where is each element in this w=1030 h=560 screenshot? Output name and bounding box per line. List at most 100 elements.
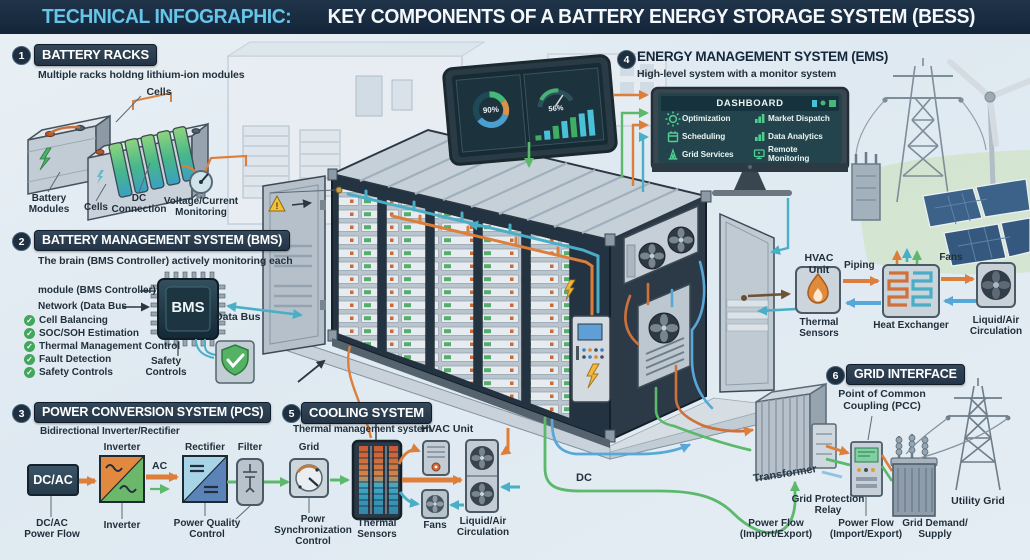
grid-protection-relay (850, 441, 883, 497)
dashboard-status-icons (812, 100, 836, 107)
thermal-sensors-row-label: Thermal Sensors (799, 317, 839, 340)
section-2-title: BATTERY MANAGEMENT SYSTEM (BMS) (34, 230, 291, 251)
cells-label: Cells (84, 202, 108, 213)
bar-chart-icon (755, 132, 765, 141)
section-5-subtitle: Thermal management system (293, 424, 432, 435)
dc-ac-caption: DC/AC Power Flow (24, 518, 80, 541)
check-icon: ✓ (24, 354, 35, 365)
ems-item-optimization: Optimization (682, 114, 731, 123)
liquid-air-row-label: Liquid/Air Circulation (969, 315, 1023, 338)
dashboard-title: DASHBOARD (716, 98, 784, 109)
safety-shield-icon (215, 340, 255, 384)
donut-chart: 90% (472, 91, 510, 128)
gauge-value: 56% (548, 103, 564, 113)
piping-label: Piping (844, 260, 875, 271)
container-connection-dot (335, 186, 343, 194)
fan-icon (638, 242, 666, 270)
ems-monitor (614, 86, 850, 196)
section-3-title: POWER CONVERSION SYSTEM (PCS) (34, 402, 272, 423)
section-5-title: COOLING SYSTEM (301, 402, 432, 424)
inverter-box (99, 455, 145, 503)
heat-exchanger-box (882, 264, 940, 318)
check-icon: ✓ (24, 341, 35, 352)
data-bus-label: Data Bus (215, 311, 261, 323)
warning-triangle-icon (268, 194, 286, 212)
fan-icon (470, 446, 494, 470)
grid-interface-illustration (755, 378, 1011, 517)
heat-exchanger-label: Heat Exchanger (873, 320, 949, 331)
power-cables (543, 416, 800, 535)
rectifier-box (182, 455, 228, 503)
transformer-background (851, 152, 881, 221)
thermal-sensors-caption: Thermal Sensors (357, 518, 397, 541)
voltage-monitoring-gauge-icon (181, 154, 248, 199)
section-5-badge: 5 (282, 404, 301, 423)
bms-check-item: ✓SOC/SOH Estimation (24, 328, 139, 339)
bms-chip (122, 271, 226, 359)
bms-check-item: ✓Cell Balancing (24, 315, 108, 326)
container-internal-piping (346, 189, 600, 320)
bms-check-item: ✓Safety Controls (24, 367, 113, 378)
rectifier-top-label: Rectifier (184, 442, 225, 453)
tablet-dashboard: 90% 56% (442, 54, 618, 166)
section-4-title: ENERGY MANAGEMENT SYSTEM (EMS) (637, 49, 889, 64)
grid-demand-label: Grid Demand/ Supply (902, 518, 968, 541)
power-flow-left-label: Power Flow (Import/Export) (739, 518, 813, 541)
ems-return-line (770, 198, 790, 255)
bms-network-callout: Network (Data Bus (38, 301, 127, 312)
gear-icon (665, 111, 681, 127)
inverter-top-label: Inverter (103, 442, 141, 453)
fan-icon (981, 270, 1011, 300)
control-panel (571, 315, 611, 403)
section-3-badge: 3 (12, 404, 31, 423)
cooling-detail-row (747, 248, 1016, 318)
bms-check-item: ✓Fault Detection (24, 354, 111, 365)
hvac-unit-box (422, 440, 450, 476)
transformer-2 (890, 434, 938, 517)
transformer-1 (755, 382, 837, 481)
ems-item-scheduling: Scheduling (682, 132, 726, 141)
safety-controls-label: Safety Controls (145, 356, 187, 379)
fan-icon (667, 226, 695, 254)
section-4-subtitle: High-level system with a monitor system (637, 68, 837, 80)
liquid-air-circulation-box (465, 439, 499, 513)
lightning-bolt-icon (97, 170, 104, 184)
battery-racks-array (337, 186, 571, 421)
hvac-unit-row-label: HVAC Unit (804, 252, 834, 276)
solar-panels (922, 178, 1030, 267)
grid-wires (905, 417, 1009, 459)
grid-protection-relay-label: Grid Protection Relay (791, 494, 865, 517)
bar-chart-icon (755, 114, 765, 123)
fan-icon (470, 482, 494, 506)
lightning-bolt-icon (586, 363, 600, 389)
pcs-flow (50, 455, 290, 520)
bms-chip-label: BMS (171, 299, 205, 316)
battery-modules-label: Battery Modules (28, 193, 70, 216)
transmission-tower-icon (668, 148, 678, 160)
dc-connection-label: DC Connection (111, 193, 167, 216)
section-6-badge: 6 (826, 366, 845, 385)
cells-top-label: Cells (146, 86, 172, 98)
fans-caption: Fans (423, 520, 447, 531)
title-prefix: TECHNICAL INFOGRAPHIC: (41, 5, 292, 28)
fan-icon (648, 312, 680, 344)
section-1-title: BATTERY RACKS (34, 44, 157, 66)
fan-icon (426, 495, 444, 513)
circulation-fan-box (976, 262, 1016, 308)
section-2-badge: 2 (12, 232, 31, 251)
section-4-badge: 4 (617, 50, 636, 69)
section-3-subtitle: Bidirectional Inverter/Rectifier (40, 426, 180, 437)
bar-chart (535, 109, 596, 141)
container-platform (275, 333, 783, 460)
check-icon: ✓ (24, 315, 35, 326)
title-main: KEY COMPONENTS OF A BATTERY ENERGY STORA… (327, 5, 976, 28)
utility-grid-tower (945, 378, 1011, 491)
monitor-icon (753, 149, 765, 160)
calendar-icon (667, 131, 679, 143)
container-hvac-units (623, 204, 714, 428)
section-6-title: GRID INTERFACE (846, 364, 965, 385)
ems-item-grid-services: Grid Services (682, 150, 734, 159)
filter-top-label: Filter (237, 442, 263, 453)
